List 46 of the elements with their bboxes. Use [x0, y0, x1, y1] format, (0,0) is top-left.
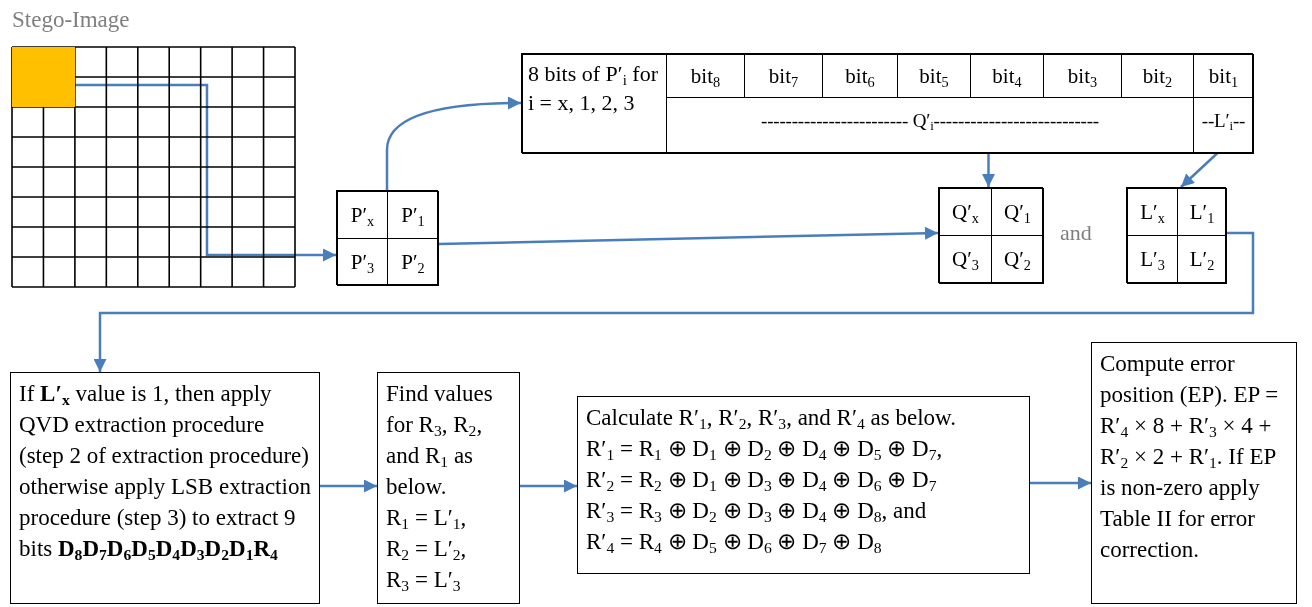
arrow: [437, 226, 939, 246]
table-cell: P′$_{3}$: [337, 238, 388, 286]
table-cell: bit$_{1}$: [1193, 54, 1254, 98]
arrow: [1030, 476, 1091, 490]
arrow: [520, 479, 577, 493]
arrow: [75, 83, 336, 262]
process-text: If L′$_{x}$ value is 1, then apply QVD extraction procedure (step 2 of extraction procedure) otherwise apply LSB extraction procedure (step 3) to extract 9 bits D$_{8}$D$_{7}$D$_{6}$D$_{5}$D$_{4}$D$_{3}$D$_{2}$D$_{1}$R$_{4}$: [19, 380, 311, 564]
table-cell: Q′$_{x}$: [939, 188, 992, 236]
table-cell: L′$_{2}$: [1177, 235, 1227, 284]
process-text: R$_{1}$ = L′$_{1}$,: [386, 504, 468, 533]
image-title: Stego-Image: [12, 6, 131, 34]
process-text: Calculate R′$_{1}$, R′$_{2}$, R′$_{3}$, and R′$_{4}$ as below.: [586, 404, 957, 433]
process-box: [377, 372, 520, 604]
process-text: R′$_{1}$ = R$_{1}$ ⊕ D$_{1}$ ⊕ D$_{2}$ ⊕ D$_{4}$ ⊕ D$_{5}$ ⊕ D$_{7}$,: [586, 435, 944, 464]
arrow: [93, 231, 1255, 372]
process-text: R$_{3}$ = L′$_{3}$: [386, 566, 462, 595]
table-cell: P′$_{2}$: [387, 238, 439, 286]
pixel-block-table: [521, 53, 1253, 153]
process-box: [577, 396, 1030, 574]
arrow: [982, 153, 995, 187]
table-cell: Q′$_{1}$: [991, 188, 1044, 236]
table-cell: --L′$_{i}$--: [1193, 97, 1254, 154]
table-cell: 8 bits of P′$_{i}$ for i = x, 1, 2, 3: [522, 54, 667, 154]
table-cell: L′$_{x}$: [1127, 188, 1178, 236]
table-cell: P′$_{x}$: [337, 191, 388, 239]
table-cell: L′$_{3}$: [1127, 235, 1178, 284]
process-box: [1091, 342, 1297, 604]
table-cell: L′$_{1}$: [1177, 188, 1227, 236]
table-cell: P′$_{1}$: [387, 191, 439, 239]
arrow: [1180, 152, 1219, 188]
pixel-block-table: [1126, 187, 1226, 283]
arrow: [320, 479, 377, 493]
pixel-block-table: [938, 187, 1043, 283]
process-text: R′$_{4}$ = R$_{4}$ ⊕ D$_{5}$ ⊕ D$_{6}$ ⊕ D$_{7}$ ⊕ D$_{8}$: [586, 528, 883, 557]
arrow: [385, 96, 522, 190]
pixel-block-table: [336, 190, 438, 285]
process-text: R′$_{3}$ = R$_{3}$ ⊕ D$_{2}$ ⊕ D$_{3}$ ⊕ D$_{4}$ ⊕ D$_{8}$, and: [586, 497, 928, 526]
highlighted-pixel-block: [12, 47, 75, 107]
process-text: Find values for R$_{3}$, R$_{2}$, and R$_{1}$ as below.: [386, 380, 494, 501]
table-cell: Q′$_{2}$: [991, 235, 1044, 284]
process-text: Compute error position (EP). EP = R′$_{4}$ × 8 + R′$_{3}$ × 4 + R′$_{2}$ × 2 + R′$_{1}$. If EP is non-zero apply Table II for error correction.: [1100, 350, 1280, 564]
process-box: [10, 372, 320, 604]
process-text: R′$_{2}$ = R$_{2}$ ⊕ D$_{1}$ ⊕ D$_{3}$ ⊕ D$_{4}$ ⊕ D$_{6}$ ⊕ D$_{7}$: [586, 466, 938, 495]
process-text: R$_{2}$ = L′$_{2}$,: [386, 535, 468, 564]
table-cell: Q′$_{3}$: [939, 235, 992, 284]
connector-word: and: [1060, 220, 1092, 246]
